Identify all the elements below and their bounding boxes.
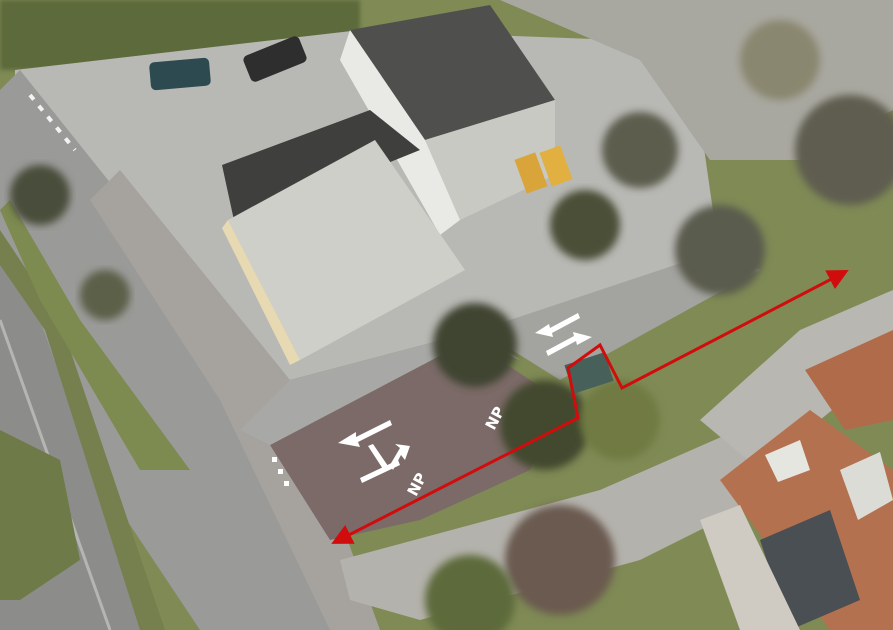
building-wall xyxy=(340,30,460,235)
building-shadow xyxy=(222,110,420,225)
sidewalk xyxy=(90,170,380,630)
grass-verge xyxy=(0,200,190,470)
route-arrow xyxy=(331,270,849,544)
grass-strip xyxy=(0,230,165,630)
building-roof-light xyxy=(425,100,555,220)
container-1 xyxy=(514,152,548,194)
building-roof-flat xyxy=(228,140,465,360)
building-roof-dark xyxy=(350,5,555,140)
roof-edge xyxy=(222,220,300,365)
bottom-left-grass xyxy=(0,430,80,600)
car-1 xyxy=(149,57,211,91)
curb-marks xyxy=(28,93,77,152)
container-2 xyxy=(539,145,573,187)
grey-forecourt xyxy=(240,330,520,445)
car-2 xyxy=(243,36,307,82)
